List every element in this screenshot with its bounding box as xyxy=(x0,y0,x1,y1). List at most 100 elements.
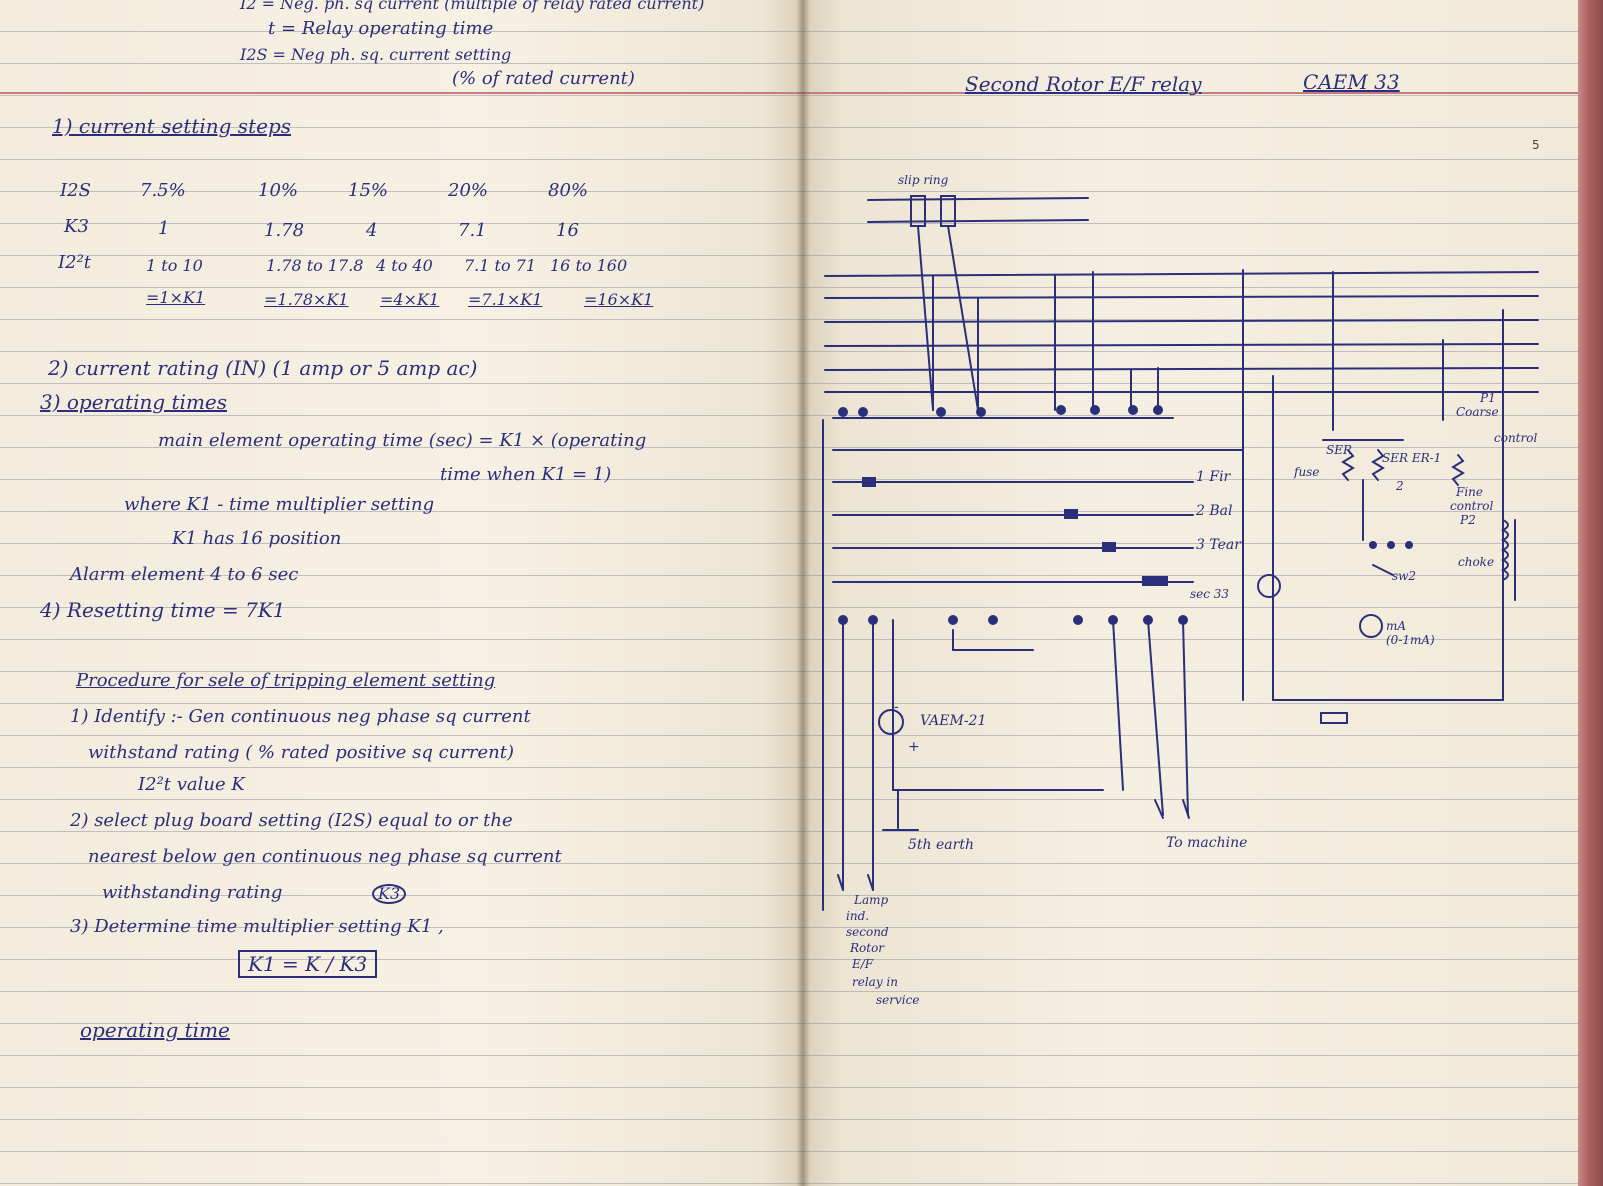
note-line-1: I2 = Neg. ph. sq current (multiple of re… xyxy=(240,0,705,13)
ser-label: SER xyxy=(1326,443,1353,457)
book-gutter xyxy=(796,0,810,1186)
procedure-step2-line3: withstanding rating xyxy=(102,882,283,903)
vaem-meter xyxy=(878,709,904,735)
table-cell: 7.5% xyxy=(140,180,186,201)
trip-label-1: 1 Fir xyxy=(1196,469,1231,485)
alarm-element-line: Alarm element 4 to 6 sec xyxy=(70,564,299,585)
p1-label: P1 xyxy=(1480,391,1496,405)
choke-coil xyxy=(1500,519,1509,581)
p1-label: control xyxy=(1494,431,1538,445)
bus-line xyxy=(824,343,1539,347)
table-cell: =7.1×K1 xyxy=(468,290,543,309)
sw2-label: sw2 xyxy=(1392,569,1417,583)
relay-meter xyxy=(1257,574,1281,598)
bus-line xyxy=(867,197,1089,201)
note-line-2: t = Relay operating time xyxy=(268,18,494,39)
table-cell: 16 xyxy=(556,220,579,241)
lamp-note-line: relay in xyxy=(852,975,898,989)
choke-label: choke xyxy=(1458,555,1495,569)
table-cell: 15% xyxy=(348,180,389,201)
wiring-diagram xyxy=(822,195,1539,911)
vaem-minus: - xyxy=(894,699,899,715)
bus-line xyxy=(824,319,1539,323)
earth-label: 5th earth xyxy=(908,837,974,853)
current-setting-heading: 1) current setting steps xyxy=(52,114,292,138)
fuse xyxy=(1320,712,1348,724)
wire xyxy=(947,225,979,411)
note-line-4: (% of rated current) xyxy=(452,68,635,89)
note-line-3: I2S = Neg ph. sq. current setting xyxy=(240,45,512,64)
fine-label: P2 xyxy=(1460,513,1476,527)
ser-label: SER ER-1 xyxy=(1382,451,1442,465)
arrow xyxy=(867,874,874,891)
table-cell: =1×K1 xyxy=(146,288,206,307)
bus-line xyxy=(824,271,1539,277)
table-cell: 20% xyxy=(448,180,489,201)
procedure-step2-line2: nearest below gen continuous neg phase s… xyxy=(88,846,562,867)
row-label: I2²t xyxy=(58,252,92,273)
ma-label: (0-1mA) xyxy=(1386,633,1435,647)
wire xyxy=(917,225,934,411)
vaem-plus: + xyxy=(908,739,920,755)
table-cell: 1 xyxy=(158,218,170,239)
vaem-label: VAEM-21 xyxy=(920,713,987,729)
k3-circle: K3 xyxy=(372,884,407,904)
procedure-step3-line1: 3) Determine time multiplier setting K1 … xyxy=(70,916,444,937)
switch-arm xyxy=(1372,564,1394,576)
resetting-time-line: 4) Resetting time = 7K1 xyxy=(40,598,286,622)
table-cell: 10% xyxy=(258,180,299,201)
procedure-heading: Procedure for sele of tripping element s… xyxy=(76,670,496,691)
sec33-label: sec 33 xyxy=(1190,587,1230,601)
resistor xyxy=(1371,449,1385,481)
lamp-note-line: second xyxy=(846,925,889,939)
margin-line xyxy=(803,92,1578,94)
contact xyxy=(1064,509,1078,519)
book-cover-edge xyxy=(1578,0,1603,1186)
table-cell: 1.78 xyxy=(264,220,305,241)
p1-label: Coarse xyxy=(1456,405,1499,419)
resistor xyxy=(1341,449,1355,481)
operating-time-line-1: main element operating time (sec) = K1 ×… xyxy=(158,430,647,451)
row-label: K3 xyxy=(64,216,89,237)
table-cell: 4 to 40 xyxy=(376,256,433,275)
bus-line xyxy=(867,219,1089,223)
ma-label: mA xyxy=(1386,619,1407,633)
arrow xyxy=(1182,799,1190,819)
lamp-note-line: service xyxy=(876,993,920,1007)
operating-time-line-4: K1 has 16 position xyxy=(172,528,342,549)
ser-label: 2 xyxy=(1396,479,1404,493)
table-cell: 1 to 10 xyxy=(146,256,203,275)
table-cell: 4 xyxy=(366,220,378,241)
relay-title: Second Rotor E/F relay xyxy=(965,72,1202,96)
bus-line xyxy=(824,295,1539,299)
table-cell: 1.78 to 17.8 xyxy=(266,256,364,275)
row-label: I2S xyxy=(60,180,91,201)
resistor xyxy=(1451,454,1465,486)
ma-meter xyxy=(1359,614,1383,638)
fuse-label: fuse xyxy=(1294,465,1320,479)
fine-label: control xyxy=(1450,499,1494,513)
right-notebook-page: Second Rotor E/F relay CAEM 33 xyxy=(803,0,1578,1186)
table-cell: =4×K1 xyxy=(380,290,440,309)
procedure-step1-line1: 1) Identify :- Gen continuous neg phase … xyxy=(70,706,531,727)
k1-formula-box: K1 = K / K3 xyxy=(238,950,378,978)
operating-time-footer: operating time xyxy=(80,1018,230,1042)
table-cell: 7.1 to 71 xyxy=(464,256,537,275)
table-cell: 7.1 xyxy=(458,220,487,241)
lamp-note-line: ind. xyxy=(846,909,870,923)
wire xyxy=(1112,619,1124,791)
arrow xyxy=(1154,799,1164,819)
procedure-step2-line1: 2) select plug board setting (I2S) equal… xyxy=(70,810,513,831)
relay-code: CAEM 33 xyxy=(1303,70,1400,94)
contact xyxy=(862,477,876,487)
trip-label-2: 2 Bal xyxy=(1196,503,1233,519)
fine-label: Fine xyxy=(1456,485,1483,499)
table-cell: 80% xyxy=(548,180,589,201)
lamp-note-line: Rotor xyxy=(850,941,885,955)
operating-time-line-3: where K1 - time multiplier setting xyxy=(124,494,435,515)
arrow xyxy=(837,874,844,891)
bus-line xyxy=(824,367,1539,371)
left-notebook-page: I2 = Neg. ph. sq current (multiple of re… xyxy=(0,0,803,1186)
procedure-step1-line2: withstand rating ( % rated positive sq c… xyxy=(88,742,514,763)
contact xyxy=(1142,576,1168,586)
